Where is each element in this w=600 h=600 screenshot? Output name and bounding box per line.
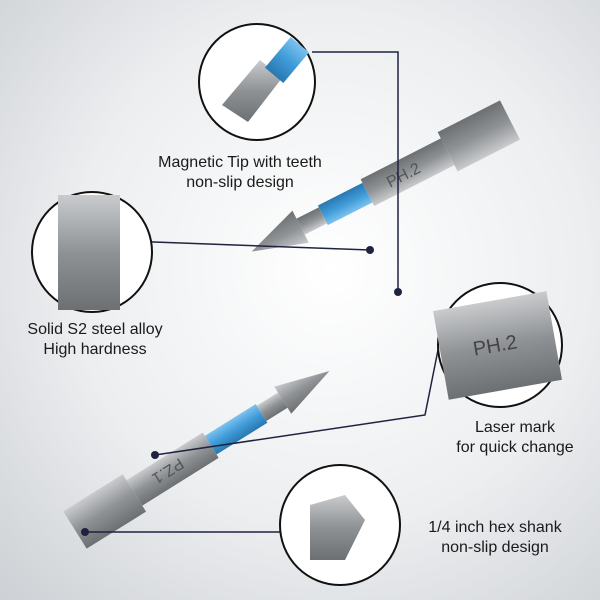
callout-laser-mark: Laser mark for quick change (430, 418, 600, 458)
callout-line: Laser mark (474, 419, 556, 436)
closeup-laser-mark: PH.2 (433, 282, 563, 408)
callout-line: non-slip design (441, 539, 549, 556)
closeup-steel (31, 191, 153, 313)
callout-line: Solid S2 steel alloy (27, 321, 163, 338)
callout-magnetic-tip: Magnetic Tip with teeth non-slip design (130, 153, 350, 193)
callout-line: non-slip design (186, 174, 294, 191)
callout-steel-alloy: Solid S2 steel alloy High hardness (0, 320, 190, 360)
callout-line: High hardness (43, 341, 147, 358)
callout-line: 1/4 inch hex shank (428, 519, 562, 536)
closeup-hex-shank (279, 464, 401, 586)
screwdriver-bit-upper: PH.2 (251, 100, 520, 252)
callout-hex-shank: 1/4 inch hex shank non-slip design (400, 518, 590, 558)
callout-line: Magnetic Tip with teeth (158, 154, 322, 171)
callout-line: for quick change (456, 439, 574, 456)
closeup-tip (198, 23, 316, 141)
